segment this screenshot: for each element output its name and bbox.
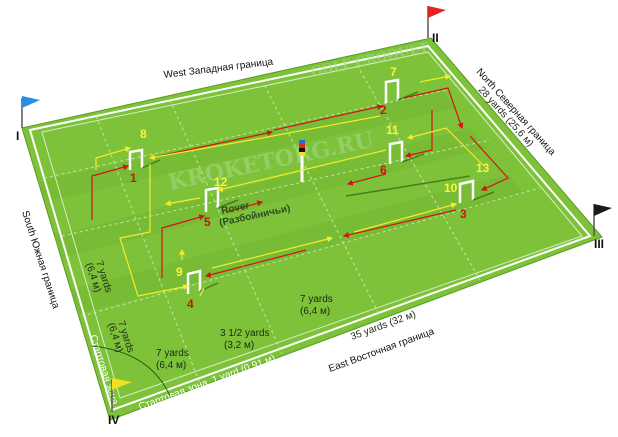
lawn-stripe — [54, 128, 486, 258]
dim-7yards-east-a: 7 yards — [156, 348, 189, 359]
hoop-1 — [128, 148, 144, 170]
dim-3half-yards: 3 1/2 yards — [220, 328, 269, 339]
lawn-stripe — [38, 90, 456, 202]
hoop-number-13: 13 — [476, 161, 490, 175]
yellow-arrows — [95, 73, 485, 297]
hoop-2 — [384, 78, 400, 103]
hoop-number-2: 2 — [380, 103, 387, 117]
hoops — [128, 78, 475, 294]
hoop-number-8: 8 — [140, 127, 147, 141]
hoop-number-3: 3 — [460, 207, 467, 221]
hoop-number-9: 9 — [176, 265, 183, 279]
dim-7yards-east-b: 7 yards — [300, 294, 333, 305]
hoop-6 — [388, 140, 404, 164]
centre-peg — [299, 140, 305, 182]
court-boundary — [28, 44, 592, 412]
hoop-5 — [204, 186, 220, 212]
hoop-number-7: 7 — [390, 65, 397, 79]
corner-label-III: III — [594, 237, 604, 251]
red-arrows — [91, 87, 509, 278]
start-zone-arc — [91, 345, 171, 397]
dim-7yards-east-b-metric: (6,4 м) — [300, 306, 330, 317]
hoop-number-1: 1 — [130, 171, 137, 185]
dim-3half-metric: (3,2 м) — [224, 340, 254, 351]
hoop-number-11: 11 — [386, 123, 399, 137]
corner-label-II: II — [432, 31, 439, 45]
hoop-number-5: 5 — [204, 215, 211, 229]
corner-flag-I — [21, 96, 40, 128]
corner-flag-III — [593, 204, 612, 236]
corner-flag-II — [427, 6, 446, 38]
start-zone-line — [41, 51, 583, 399]
corner-label-I: I — [16, 129, 19, 143]
corner-label-IV: IV — [108, 413, 119, 427]
hoop-number-6: 6 — [380, 163, 387, 177]
lawn-stripe — [70, 174, 524, 314]
hoop-number-4: 4 — [187, 297, 194, 311]
hoop-number-12: 12 — [214, 175, 228, 189]
dim-7yards-east-a-metric: (6,4 м) — [156, 360, 186, 371]
corner-flag-IV — [111, 378, 132, 412]
hoop-number-10: 10 — [444, 181, 458, 195]
hoop-3 — [458, 179, 475, 203]
